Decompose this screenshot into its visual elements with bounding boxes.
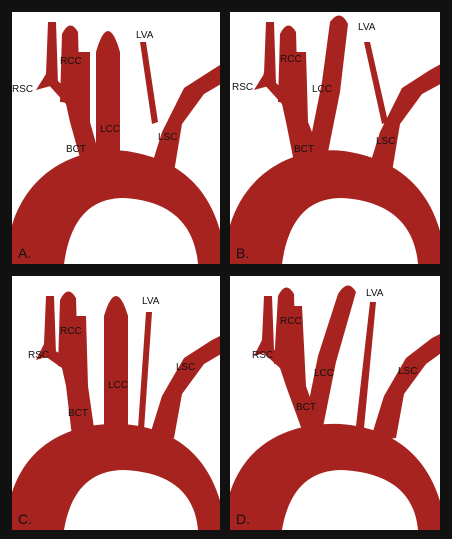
rcc-label: RCC <box>60 326 82 337</box>
lva-label: LVA <box>136 30 154 41</box>
panel-d-diagram: RCC RSC LVA LCC LSC BCT D. <box>230 276 440 530</box>
lva-label: LVA <box>366 288 384 299</box>
lcc-label: LCC <box>100 124 120 135</box>
lsc-label: LSC <box>398 366 417 377</box>
left-subclavian-artery <box>148 332 220 441</box>
left-vertebral-artery <box>140 42 158 124</box>
lva-label: LVA <box>358 22 376 33</box>
lcc-label: LCC <box>108 380 128 391</box>
panel-d: RCC RSC LVA LCC LSC BCT D. <box>230 276 440 530</box>
panel-c-diagram: RCC RSC LVA LCC LSC BCT C. <box>12 276 220 530</box>
bct-label: BCT <box>68 408 88 419</box>
rcc-label: RCC <box>280 54 302 65</box>
left-vertebral-artery <box>138 312 152 430</box>
left-common-carotid-artery <box>96 31 120 172</box>
panel-label: C. <box>18 511 32 527</box>
lsc-label: LSC <box>176 362 195 373</box>
panel-b-diagram: RCC RSC LVA LCC LSC BCT B. <box>230 12 440 264</box>
panel-a-diagram: RCC RSC LVA LCC LSC BCT A. <box>12 12 220 264</box>
left-subclavian-artery <box>148 60 220 177</box>
rsc-label: RSC <box>28 350 49 361</box>
panel-label: D. <box>236 511 250 527</box>
lcc-label: LCC <box>312 84 332 95</box>
panel-label: A. <box>18 245 31 261</box>
aortic-arch <box>12 150 220 264</box>
left-vertebral-artery <box>356 302 376 428</box>
left-common-carotid-artery <box>104 296 128 430</box>
lcc-label: LCC <box>314 368 334 379</box>
rcc-label: RCC <box>60 56 82 67</box>
rsc-label: RSC <box>252 350 273 361</box>
lva-label: LVA <box>142 296 160 307</box>
aortic-arch <box>230 424 440 530</box>
right-subclavian-artery <box>254 296 274 356</box>
aortic-arch <box>230 150 440 264</box>
panel-a: RCC RSC LVA LCC LSC BCT A. <box>12 12 220 264</box>
right-subclavian-artery <box>36 22 58 90</box>
panel-b: RCC RSC LVA LCC LSC BCT B. <box>230 12 440 264</box>
bct-label: BCT <box>66 144 86 155</box>
bct-label: BCT <box>294 144 314 155</box>
rsc-label: RSC <box>12 84 33 95</box>
rcc-label: RCC <box>280 316 302 327</box>
panel-label: B. <box>236 245 249 261</box>
rsc-label: RSC <box>232 82 253 93</box>
bct-label: BCT <box>296 402 316 413</box>
lsc-label: LSC <box>158 132 177 143</box>
panel-c: RCC RSC LVA LCC LSC BCT C. <box>12 276 220 530</box>
left-vertebral-artery <box>364 42 388 124</box>
lsc-label: LSC <box>376 136 395 147</box>
aortic-arch <box>12 424 220 530</box>
left-subclavian-artery <box>370 330 440 441</box>
right-subclavian-artery <box>254 22 276 90</box>
